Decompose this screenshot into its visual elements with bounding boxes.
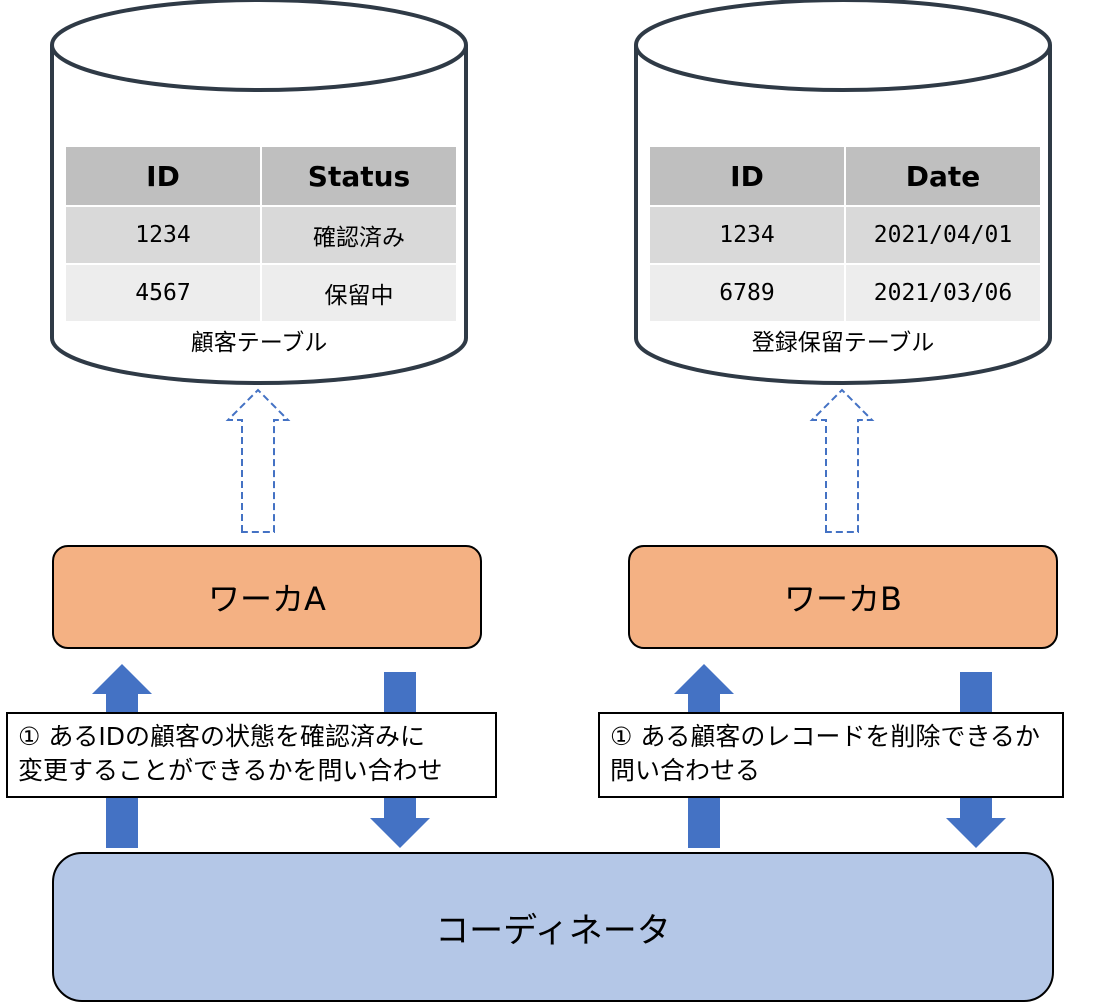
column-header: ID <box>64 145 262 207</box>
column-header: Status <box>260 145 458 207</box>
note-line: ① ある顧客のレコードを削除できるか <box>610 722 1040 751</box>
dashed-up-arrow-right <box>809 388 875 533</box>
table-header-row: ID Status <box>64 145 458 207</box>
worker-b-box: ワーカB <box>628 545 1058 649</box>
column-header: ID <box>648 145 846 207</box>
dashed-up-arrow-left <box>225 388 291 533</box>
table-cell: 1234 <box>648 205 846 265</box>
pending-table: ID Date 1234 2021/04/01 6789 2021/03/06 <box>648 145 1042 323</box>
note-line: 変更することができるかを問い合わせ <box>18 756 443 785</box>
column-header: Date <box>844 145 1042 207</box>
table-cell: 1234 <box>64 205 262 265</box>
table-cell: 保留中 <box>260 263 458 323</box>
table-cell: 2021/03/06 <box>844 263 1042 323</box>
note-worker-b: ① ある顧客のレコードを削除できるか 問い合わせる <box>598 712 1064 798</box>
table-row: 1234 確認済み <box>64 205 458 265</box>
table-cell: 確認済み <box>260 205 458 265</box>
note-worker-a: ① あるIDの顧客の状態を確認済みに 変更することができるかを問い合わせ <box>6 712 497 798</box>
customer-table: ID Status 1234 確認済み 4567 保留中 <box>64 145 458 323</box>
coordinator-box: コーディネータ <box>52 852 1054 1002</box>
table-cell: 2021/04/01 <box>844 205 1042 265</box>
worker-a-box: ワーカA <box>52 545 482 649</box>
table-caption-customer: 顧客テーブル <box>190 330 328 356</box>
note-line: 問い合わせる <box>610 756 761 785</box>
table-cell: 6789 <box>648 263 846 323</box>
table-cell: 4567 <box>64 263 262 323</box>
note-line: ① あるIDの顧客の状態を確認済みに <box>18 722 425 751</box>
table-caption-pending: 登録保留テーブル <box>751 330 935 356</box>
table-row: 4567 保留中 <box>64 263 458 323</box>
table-header-row: ID Date <box>648 145 1042 207</box>
table-row: 6789 2021/03/06 <box>648 263 1042 323</box>
table-row: 1234 2021/04/01 <box>648 205 1042 265</box>
